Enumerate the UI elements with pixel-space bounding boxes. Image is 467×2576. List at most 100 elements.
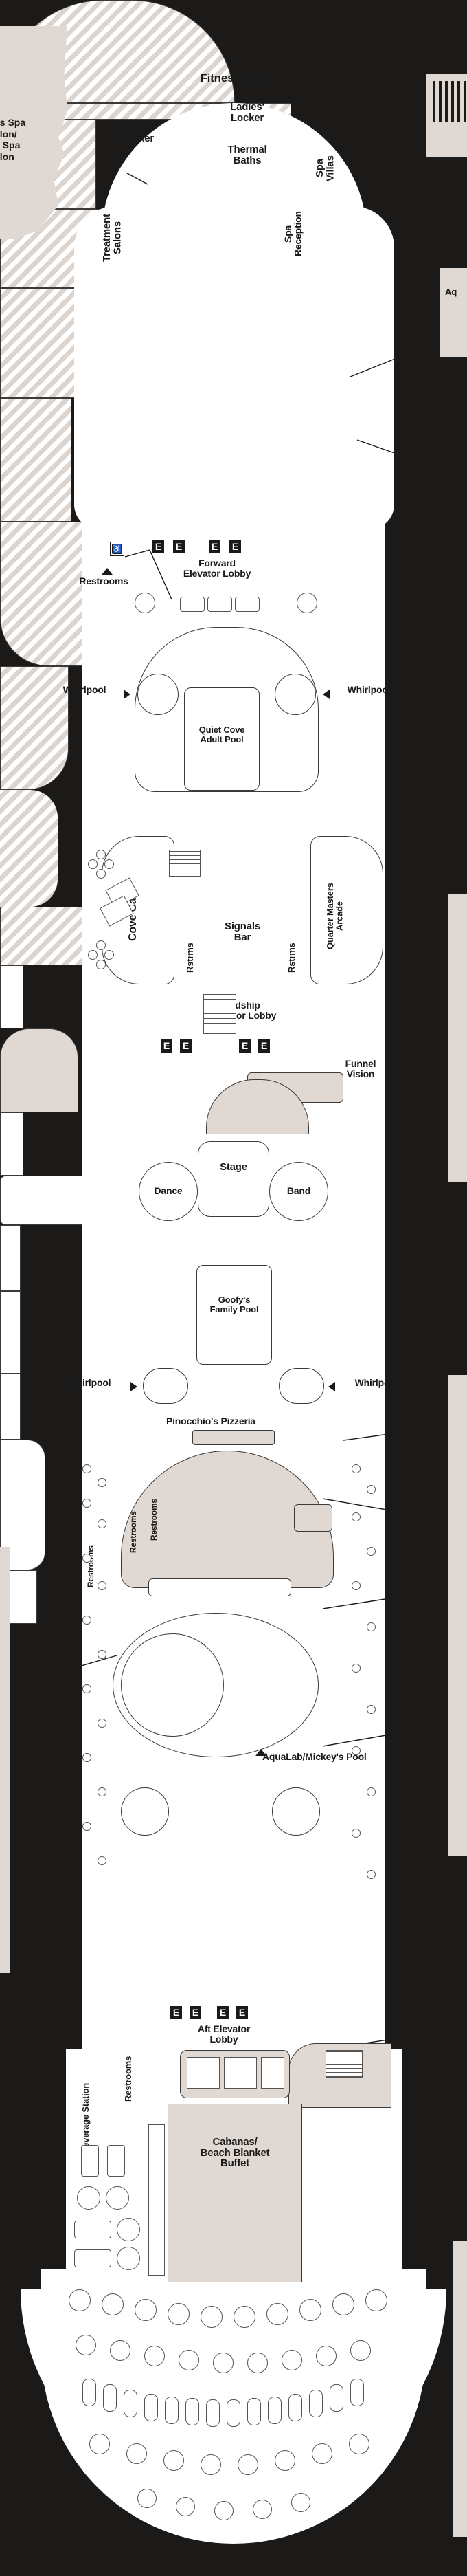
deck-chair [82, 1822, 91, 1831]
aft-stairs [326, 2050, 363, 2078]
buffet-island [224, 2057, 257, 2089]
elevator-chip-fwd-2[interactable]: E [173, 540, 185, 553]
deck-lounger [144, 2394, 158, 2421]
deck-lounger [185, 2398, 199, 2425]
label-midship-elevator-lobby: Midship Elevator Lobby [209, 1000, 277, 1021]
deck-chair [98, 1581, 106, 1590]
deck-lounger [247, 2398, 261, 2425]
label-restrooms-forward: Restrooms [79, 575, 128, 586]
whirlpool-left-family[interactable] [143, 1368, 188, 1404]
dining-table-round [349, 2434, 369, 2454]
dance-floor[interactable] [139, 1162, 198, 1221]
room-quarter-masters-arcade[interactable] [310, 836, 383, 984]
deck-chair [352, 1664, 361, 1673]
whirlpool-left-fwd[interactable] [137, 674, 179, 715]
deck-chair [367, 1485, 376, 1494]
deck-lounger [124, 2390, 137, 2417]
restrooms-pointer-forward [102, 568, 113, 575]
dining-table [81, 2145, 99, 2177]
whirlpool-right-family[interactable] [279, 1368, 324, 1404]
elevator-chip-aft-1[interactable]: E [170, 2006, 182, 2019]
label-quiet-cove-adult-pool: Quiet Cove Adult Pool [198, 725, 245, 745]
elevator-chip-fwd-4[interactable]: E [229, 540, 241, 553]
room-signals-bar[interactable] [0, 1028, 78, 1112]
elevator-chip-mid-4[interactable]: E [258, 1039, 270, 1053]
dining-table-round [117, 2247, 140, 2270]
label-thermal-baths: Thermal Baths [227, 144, 267, 166]
elevator-chip-mid-1[interactable]: E [161, 1039, 172, 1053]
buffet-island [187, 2057, 220, 2089]
aqua-side-pool-left[interactable] [121, 1787, 169, 1836]
label-fitness-area: Fitness Area [200, 71, 269, 85]
adjacent-deck-fragment-left [0, 26, 67, 239]
accessible-restroom-marker[interactable]: ♿ [110, 542, 124, 556]
deck-chair [352, 1464, 361, 1473]
dining-table-round [247, 2353, 268, 2373]
buffet-island [261, 2057, 284, 2089]
adjacent-deck-stripes-right [433, 81, 467, 122]
band-area[interactable] [269, 1162, 328, 1221]
aqualab-pointer [255, 1749, 266, 1756]
deck-lounger [309, 2390, 323, 2417]
dining-table-round [213, 2353, 234, 2373]
elevator-chip-aft-2[interactable]: E [190, 2006, 201, 2019]
label-forward-elevator-lobby: Forward Elevator Lobby [183, 558, 251, 579]
stage-area[interactable] [198, 1141, 269, 1217]
room-restrooms-midship-left[interactable] [0, 965, 23, 1028]
quiet-cove-adult-pool[interactable] [184, 687, 260, 791]
deck-lounger [268, 2397, 282, 2424]
elevator-chip-aft-4[interactable]: E [236, 2006, 248, 2019]
label-aqualab-mickeys-pool: AquaLab/Mickey's Pool [262, 1751, 367, 1762]
label-ladies-locker: Ladies' Locker [230, 101, 264, 124]
elevator-chip-mid-3[interactable]: E [239, 1039, 251, 1053]
room-restrooms-aqua-1[interactable] [0, 1225, 21, 1291]
room-spa-reception[interactable] [0, 666, 69, 790]
room-restrooms-aqua-3[interactable] [0, 1374, 21, 1440]
elevator-chip-fwd-3[interactable]: E [209, 540, 220, 553]
deck-chair [367, 1705, 376, 1714]
whirlpool-right-fwd[interactable] [275, 674, 316, 715]
dining-table-round [282, 2350, 302, 2370]
deck-chair [367, 1870, 376, 1879]
elevator-chip-mid-2[interactable]: E [180, 1039, 192, 1053]
deck-chair [352, 1512, 361, 1521]
deck-chair [96, 960, 106, 969]
deck-lounger [227, 2399, 240, 2427]
label-restrooms-aqua-3: Restrooms [86, 1545, 95, 1588]
room-restrooms-aqua-2[interactable] [0, 1291, 21, 1374]
label-spa-villas: Spa Villas [314, 155, 337, 181]
dining-table-round [350, 2340, 371, 2361]
room-cabanas[interactable] [168, 2104, 302, 2282]
deck-furniture [207, 597, 232, 612]
dining-table-round [168, 2303, 190, 2325]
label-restrooms-aqua-2: Restrooms [149, 1499, 159, 1541]
deck-chair [98, 1519, 106, 1528]
elevator-chip-fwd-1[interactable]: E [152, 540, 164, 553]
deck-furniture [135, 593, 155, 613]
dining-table-round [201, 2454, 221, 2475]
deck-lounger [350, 2379, 364, 2406]
label-restrooms-midship-left: Rstrms [185, 943, 195, 973]
dining-table-round [76, 2335, 96, 2355]
mickeys-pool[interactable] [148, 1578, 291, 1596]
whirlpool-left-pointer [124, 690, 130, 699]
label-band: Band [286, 1185, 311, 1196]
dining-table-round [234, 2306, 255, 2328]
goofys-family-pool[interactable] [196, 1265, 272, 1365]
label-goofys-family-pool: Goofy's Family Pool [209, 1295, 259, 1314]
room-restrooms-midship-right[interactable] [0, 1112, 23, 1176]
dining-table-round [89, 2434, 110, 2454]
adjacent-deck-fragment-right-4 [448, 1375, 467, 1856]
room-spa-villas[interactable] [0, 398, 71, 522]
aqualab-slide-right [294, 1504, 332, 1532]
deck-lounger [330, 2384, 343, 2412]
dining-table-round [102, 2293, 124, 2315]
deck-chair [98, 1719, 106, 1728]
label-whirlpool-left-fwd: Whirlpool [62, 684, 106, 695]
deck-lounger [206, 2399, 220, 2427]
elevator-chip-aft-3[interactable]: E [217, 2006, 229, 2019]
adjacent-deck-fragment-label: es Spa alon/ a Spa alon [0, 117, 26, 162]
aqua-side-pool-right[interactable] [272, 1787, 320, 1836]
pinocchios-counter[interactable] [192, 1430, 275, 1445]
deck-chair [88, 950, 98, 960]
